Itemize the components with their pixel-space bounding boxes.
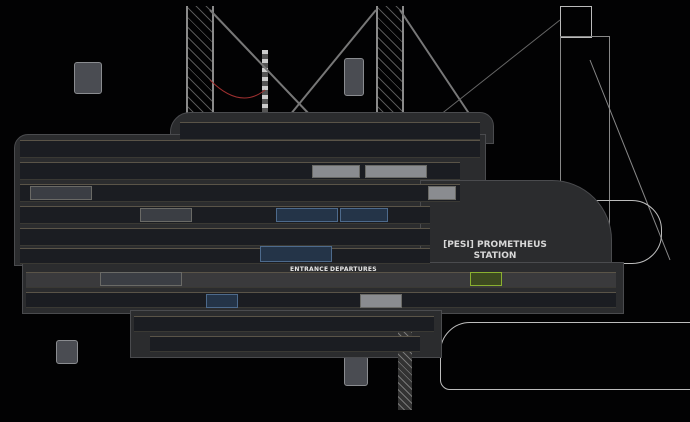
support-tower-left	[186, 6, 214, 116]
crane-tower-right	[560, 6, 592, 38]
room	[100, 272, 182, 286]
deck-4	[20, 184, 460, 202]
room	[340, 208, 388, 222]
room	[428, 186, 456, 200]
station-name: [PESI] PROMETHEUS STATION	[440, 240, 550, 262]
room	[360, 294, 402, 308]
departures-sign: DEPARTURES	[330, 266, 377, 273]
lower-deck-2	[134, 316, 434, 332]
room	[470, 272, 502, 286]
floating-wreck-4	[344, 356, 368, 386]
station-name-line2: STATION	[473, 251, 517, 261]
station-name-line1: [PESI] PROMETHEUS	[443, 240, 547, 250]
antenna-mast	[262, 50, 268, 115]
entrance-sign: ENTRANCE	[290, 266, 329, 273]
lower-deck-3	[150, 336, 420, 352]
lower-pylon	[398, 320, 412, 410]
room	[276, 208, 338, 222]
support-tower-middle	[376, 6, 404, 116]
docking-outline-right-lower	[440, 322, 690, 390]
floating-wreck-1	[74, 62, 102, 94]
room	[30, 186, 92, 200]
deck-2	[20, 140, 480, 158]
room	[260, 246, 332, 262]
deck-7	[20, 248, 430, 264]
room	[365, 165, 427, 178]
lower-deck-1	[26, 292, 616, 308]
floating-wreck-2	[344, 58, 364, 96]
deck-6	[20, 228, 430, 246]
room	[140, 208, 192, 222]
room	[206, 294, 238, 308]
room	[312, 165, 360, 178]
floating-wreck-3	[56, 340, 78, 364]
deck-1	[180, 122, 480, 140]
